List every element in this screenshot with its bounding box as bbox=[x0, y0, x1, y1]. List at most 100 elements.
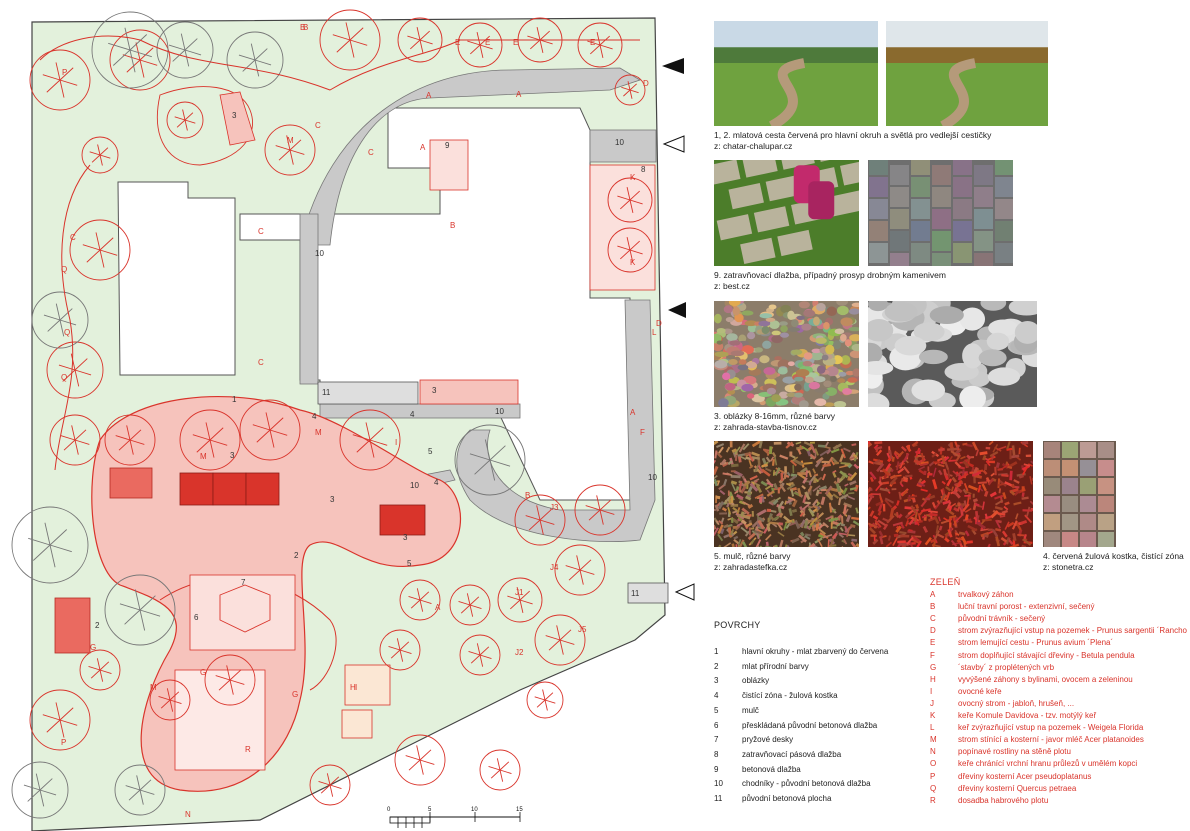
planned-tree bbox=[399, 579, 441, 621]
plan-number: 10 bbox=[615, 138, 624, 147]
plan-label: E bbox=[485, 38, 490, 47]
legend-code: 1 bbox=[714, 647, 719, 656]
entrance-arrow-2 bbox=[662, 135, 685, 153]
planned-tree bbox=[49, 414, 101, 466]
scale-tick-10: 10 bbox=[471, 807, 478, 813]
plan-label: C bbox=[315, 121, 321, 130]
photo-mulch-red bbox=[868, 441, 1033, 547]
plan-number: 8 bbox=[641, 165, 646, 174]
planned-tree bbox=[526, 681, 564, 719]
plan-label: Q bbox=[61, 265, 67, 274]
plan-label: J5 bbox=[578, 625, 587, 634]
plan-label: C bbox=[368, 148, 374, 157]
planned-tree bbox=[574, 484, 626, 536]
plan-label: A bbox=[426, 91, 432, 100]
photo-white-stones bbox=[868, 301, 1037, 407]
greenery-legend-title: ZELEŇ bbox=[930, 577, 961, 587]
concrete-area-11b bbox=[627, 582, 669, 604]
red-block-mid bbox=[109, 467, 153, 499]
legend-label: strom stínící a kosterní - javor mléč Ac… bbox=[958, 735, 1144, 745]
plan-number: 4 bbox=[312, 412, 317, 421]
plan-number: 4 bbox=[410, 410, 415, 419]
plan-number: 2 bbox=[95, 621, 100, 630]
existing-trees bbox=[11, 11, 526, 819]
caption-line: 5. mulč, různé barvy bbox=[714, 551, 791, 561]
legend-code: E bbox=[930, 638, 936, 648]
grass-paving-8 bbox=[589, 164, 656, 291]
planned-tree bbox=[497, 577, 543, 623]
paved-walkway-east bbox=[456, 299, 656, 542]
plan-number: 3 bbox=[330, 495, 335, 504]
legend-code: G bbox=[930, 662, 937, 672]
scale-bar: 0 5 10 15 bbox=[387, 807, 523, 828]
paved-walkway-north bbox=[299, 67, 641, 246]
plan-number: 11 bbox=[631, 589, 640, 598]
legend-label: mulč bbox=[742, 705, 759, 715]
planned-tree bbox=[239, 399, 301, 461]
existing-tree bbox=[31, 291, 89, 349]
plan-number: 10 bbox=[315, 249, 324, 258]
legend-label: dřeviny kosterní Quercus petraea bbox=[958, 783, 1077, 793]
plan-label: G bbox=[90, 643, 96, 652]
legend-code: I bbox=[930, 686, 933, 696]
legend-code: F bbox=[930, 650, 935, 660]
red-block-left bbox=[54, 597, 91, 654]
existing-tree bbox=[454, 424, 526, 496]
plan-label: E bbox=[590, 38, 595, 47]
plan-label: A bbox=[420, 143, 426, 152]
planned-tree bbox=[69, 219, 131, 281]
planned-tree bbox=[339, 409, 401, 471]
scale-tick-15: 15 bbox=[516, 807, 523, 813]
plan-label: Q bbox=[64, 328, 70, 337]
plan-number: 1 bbox=[232, 395, 237, 404]
legend-label: oblázky bbox=[742, 676, 770, 686]
plan-number: 3 bbox=[232, 111, 237, 120]
concrete-area-3 bbox=[419, 379, 519, 405]
existing-tree bbox=[11, 761, 69, 819]
plan-label: J1 bbox=[515, 588, 524, 597]
plan-number: 10 bbox=[495, 407, 504, 416]
planned-tree bbox=[577, 22, 623, 68]
rubber-plates-area bbox=[189, 574, 296, 651]
plan-label: M bbox=[287, 136, 294, 145]
existing-tree bbox=[104, 574, 176, 646]
photo-pebbles bbox=[714, 301, 859, 407]
planned-tree bbox=[204, 654, 256, 706]
planned-tree bbox=[607, 227, 653, 273]
legend-label: čistící zóna - žulová kostka bbox=[742, 691, 838, 701]
existing-tree bbox=[91, 11, 169, 89]
legend-code: M bbox=[930, 735, 937, 745]
planned-tree bbox=[479, 749, 521, 791]
entrance-arrow-3 bbox=[668, 302, 686, 318]
plan-label: C bbox=[258, 358, 264, 367]
planned-tree bbox=[614, 74, 646, 106]
legend-label: keře Komule Davidova - tzv. motýlý keř bbox=[958, 711, 1097, 720]
plan-label: F bbox=[640, 428, 645, 437]
pebble-pad-1 bbox=[179, 472, 214, 506]
entrance-arrow-4 bbox=[674, 583, 695, 601]
planned-tree bbox=[166, 101, 204, 139]
plan-label: C bbox=[70, 233, 76, 242]
planned-tree bbox=[29, 689, 91, 751]
plan-number: 5 bbox=[407, 559, 412, 568]
plan-number: 3 bbox=[230, 451, 235, 460]
plan-number: 10 bbox=[410, 481, 419, 490]
planned-tree bbox=[394, 734, 446, 786]
entrance-arrow-1 bbox=[662, 58, 684, 74]
existing-tree bbox=[11, 506, 89, 584]
legend-code: 2 bbox=[714, 661, 719, 671]
photo-mulch-brown bbox=[714, 441, 859, 547]
plan-label: K bbox=[630, 258, 636, 267]
photo-grass-paving bbox=[714, 160, 859, 266]
legend-code: N bbox=[930, 747, 936, 757]
legend-code: 7 bbox=[714, 735, 719, 745]
